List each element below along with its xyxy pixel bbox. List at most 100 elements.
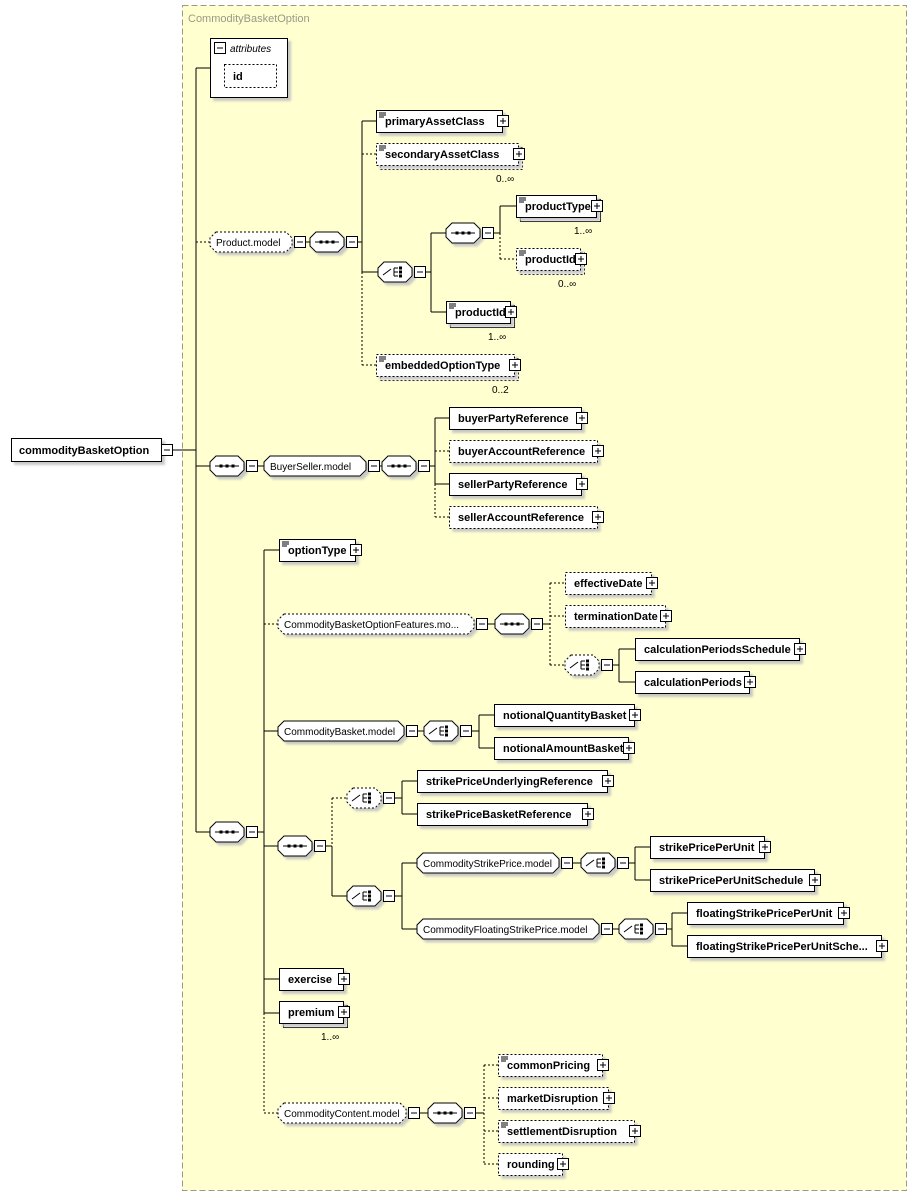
- choice-compositor-c_feat_choice[interactable]: [564, 654, 613, 676]
- expand-icon[interactable]: [592, 445, 604, 457]
- expand-icon[interactable]: [629, 1125, 641, 1137]
- collapse-icon[interactable]: [561, 857, 573, 869]
- choice-compositor-c_strike_unit_choice[interactable]: [580, 852, 629, 874]
- expand-icon[interactable]: [592, 511, 604, 523]
- expand-icon[interactable]: [603, 1092, 615, 1104]
- expand-icon[interactable]: [338, 973, 350, 985]
- sequence-compositor-c_top_seq2[interactable]: [209, 821, 258, 843]
- collapse-icon[interactable]: [383, 792, 395, 804]
- expand-icon[interactable]: [646, 577, 658, 589]
- attribute-id[interactable]: [224, 64, 277, 88]
- schema-element-optionType[interactable]: optionType: [279, 539, 362, 562]
- sequence-compositor-c_top_seq1[interactable]: [209, 455, 258, 477]
- collapse-icon[interactable]: [346, 236, 358, 248]
- sequence-compositor-c_bs_seq[interactable]: [381, 455, 430, 477]
- schema-element-strikePricePerUnitSchedule[interactable]: strikePricePerUnitSchedule: [650, 869, 821, 892]
- expand-icon[interactable]: [623, 742, 635, 754]
- choice-compositor-c_basket_choice[interactable]: [423, 720, 472, 742]
- schema-element-floatingStrikePricePerUnit[interactable]: floatingStrikePricePerUnit: [687, 902, 850, 925]
- schema-element-marketDisruption[interactable]: marketDisruption: [498, 1087, 615, 1110]
- model-group-strike_model[interactable]: CommodityStrikePrice.model: [416, 852, 573, 874]
- expand-icon[interactable]: [744, 676, 756, 688]
- schema-element-buyerAccountReference[interactable]: buyerAccountReference: [449, 440, 604, 463]
- collapse-icon[interactable]: [246, 460, 258, 472]
- collapse-icon[interactable]: [655, 923, 667, 935]
- expand-icon[interactable]: [660, 610, 672, 622]
- schema-element-calculationPeriods[interactable]: calculationPeriods: [635, 671, 756, 694]
- collapse-icon[interactable]: [314, 840, 326, 852]
- schema-element-settlementDisruption[interactable]: settlementDisruption: [498, 1120, 641, 1143]
- model-group-features_model[interactable]: CommodityBasketOptionFeatures.mo...: [277, 613, 488, 635]
- expand-icon[interactable]: [759, 841, 771, 853]
- schema-element-calculationPeriodsSchedule[interactable]: calculationPeriodsSchedule: [635, 638, 806, 661]
- sequence-compositor-c_prod_inner_seq[interactable]: [445, 222, 494, 244]
- schema-element-exercise[interactable]: exercise: [279, 968, 350, 991]
- collapse-icon[interactable]: [601, 659, 613, 671]
- collapse-icon[interactable]: [368, 460, 380, 472]
- schema-element-terminationDate[interactable]: terminationDate: [565, 605, 672, 628]
- sequence-compositor-c_prod_seq[interactable]: [309, 231, 358, 253]
- collapse-icon[interactable]: [383, 890, 395, 902]
- collapse-icon[interactable]: [418, 460, 430, 472]
- collapse-icon[interactable]: [246, 826, 258, 838]
- schema-element-floatingStrikePricePerUnitSchedule[interactable]: floatingStrikePricePerUnitSche...: [687, 935, 888, 958]
- expand-icon[interactable]: [576, 412, 588, 424]
- choice-compositor-c_floating_choice[interactable]: [618, 918, 667, 940]
- expand-icon[interactable]: [497, 115, 509, 127]
- expand-icon[interactable]: [809, 874, 821, 886]
- schema-element-sellerAccountReference[interactable]: sellerAccountReference: [449, 506, 604, 529]
- collapse-icon[interactable]: [408, 1107, 420, 1119]
- collapse-icon[interactable]: [482, 227, 494, 239]
- schema-element-strikePriceUnderlyingReference[interactable]: strikePriceUnderlyingReference: [417, 770, 614, 793]
- expand-icon[interactable]: [591, 200, 603, 212]
- sequence-compositor-c_feat_seq[interactable]: [494, 613, 543, 635]
- collapse-icon[interactable]: [531, 618, 543, 630]
- model-group-floating_strike_model[interactable]: CommodityFloatingStrikePrice.model: [416, 918, 613, 940]
- expand-icon[interactable]: [597, 1059, 609, 1071]
- expand-icon[interactable]: [557, 1158, 569, 1170]
- collapse-icon[interactable]: [414, 266, 426, 278]
- collapse-icon[interactable]: [601, 923, 613, 935]
- collapse-icon[interactable]: [460, 725, 472, 737]
- collapse-icon[interactable]: [161, 444, 173, 456]
- model-group-product_model[interactable]: Product.model: [209, 231, 306, 253]
- collapse-icon[interactable]: [214, 42, 226, 54]
- schema-element-primaryAssetClass[interactable]: primaryAssetClass: [376, 110, 509, 133]
- expand-icon[interactable]: [513, 148, 525, 160]
- sequence-compositor-c_strike_seq[interactable]: [277, 835, 326, 857]
- collapse-icon[interactable]: [476, 618, 488, 630]
- model-group-basket_model[interactable]: CommodityBasket.model: [277, 720, 418, 742]
- sequence-compositor-c_content_seq[interactable]: [427, 1102, 476, 1124]
- model-group-content_model[interactable]: CommodityContent.model: [277, 1102, 420, 1124]
- expand-icon[interactable]: [838, 907, 850, 919]
- schema-element-effectiveDate[interactable]: effectiveDate: [565, 572, 658, 595]
- expand-icon[interactable]: [582, 808, 594, 820]
- collapse-icon[interactable]: [294, 236, 306, 248]
- schema-element-strikePricePerUnit[interactable]: strikePricePerUnit: [650, 836, 771, 859]
- root-element[interactable]: commodityBasketOption: [11, 438, 173, 462]
- model-group-buyer_seller_model[interactable]: BuyerSeller.model: [263, 455, 380, 477]
- collapse-icon[interactable]: [464, 1107, 476, 1119]
- expand-icon[interactable]: [505, 306, 517, 318]
- schema-element-sellerPartyReference[interactable]: sellerPartyReference: [449, 473, 588, 496]
- expand-icon[interactable]: [876, 940, 888, 952]
- schema-element-notionalAmountBasket[interactable]: notionalAmountBasket: [494, 737, 635, 760]
- expand-icon[interactable]: [629, 709, 641, 721]
- schema-element-notionalQuantityBasket[interactable]: notionalQuantityBasket: [494, 704, 641, 727]
- collapse-icon[interactable]: [617, 857, 629, 869]
- choice-compositor-c_strike_choice[interactable]: [346, 885, 395, 907]
- expand-icon[interactable]: [350, 544, 362, 556]
- expand-icon[interactable]: [602, 775, 614, 787]
- expand-icon[interactable]: [794, 643, 806, 655]
- schema-element-rounding[interactable]: rounding: [498, 1153, 569, 1176]
- choice-compositor-c_strike_ref_choice[interactable]: [346, 787, 395, 809]
- schema-element-buyerPartyReference[interactable]: buyerPartyReference: [449, 407, 588, 430]
- expand-icon[interactable]: [576, 478, 588, 490]
- choice-compositor-c_prod_choice[interactable]: [377, 261, 426, 283]
- collapse-icon[interactable]: [406, 725, 418, 737]
